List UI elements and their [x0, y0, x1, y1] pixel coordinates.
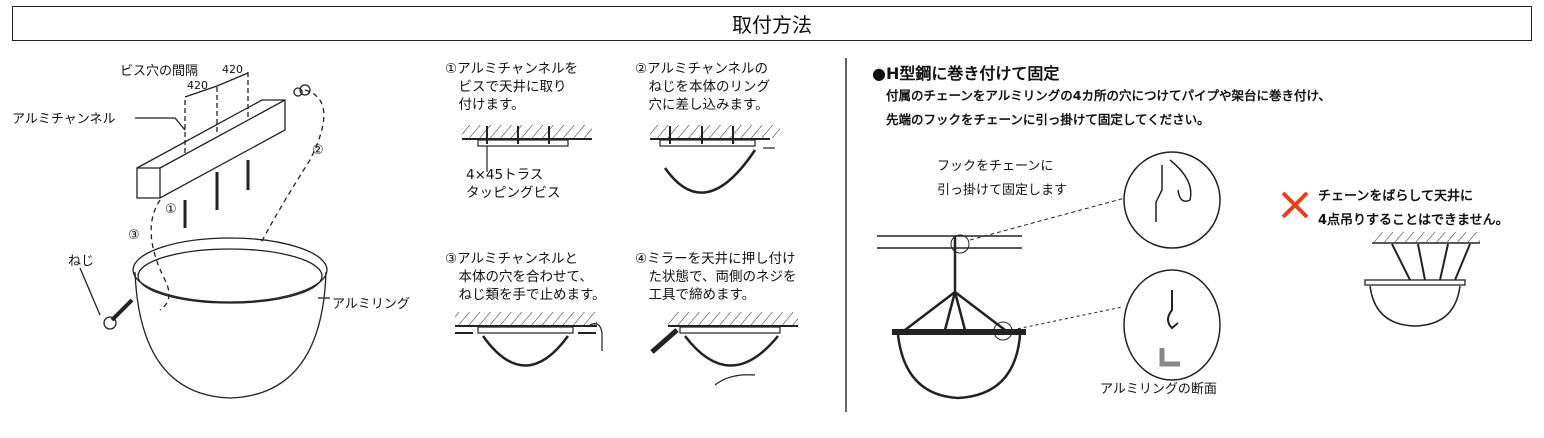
step-1-drawing — [462, 125, 592, 172]
step-4-drawing — [650, 312, 798, 386]
marker-2: ② — [312, 143, 324, 158]
marker-3: ③ — [128, 228, 140, 243]
h-beam-heading: ●H型鋼に巻き付けて固定 — [872, 64, 1060, 83]
page-title: 取付方法 — [12, 6, 1532, 41]
step-2-drawing — [650, 125, 780, 194]
step-1-screw-note: 4×45トラスタッピングビス — [466, 167, 561, 201]
hook-note: フックをチェーンに引っ掛けて固定します — [937, 159, 1068, 198]
prohibited-example-drawing — [1364, 232, 1480, 327]
ring-section-label: アルミリングの断面 — [1100, 382, 1217, 397]
warning-x-icon — [1281, 191, 1309, 219]
step-4-text: ④ミラーを天井に押し付け た状態で、両側のネジを 工具で締めます。 — [635, 251, 797, 303]
ring-label: アルミリング — [332, 297, 410, 312]
channel-label: アルミチャンネル — [12, 112, 116, 127]
screw-spacing-label: ビス穴の間隔 — [120, 64, 199, 79]
spacing-value: 420 — [187, 79, 208, 92]
exploded-view-drawing — [79, 72, 330, 399]
step-2-text: ②アルミチャンネルの ねじを本体のリング 穴に差し込みます。 — [635, 61, 770, 113]
h-beam-description: 付属のチェーンをアルミリングの4カ所の穴につけてパイプや架台に巻き付け、先端のフ… — [886, 88, 1331, 127]
marker-1: ① — [165, 202, 177, 217]
spacing-value: 420 — [222, 63, 243, 76]
hanging-lamp-drawing — [877, 151, 1221, 400]
step-1-text: ①アルミチャンネルを ビスで天井に取り 付けます。 — [445, 61, 579, 113]
step-3-text: ③アルミチャンネルと 本体の穴を合わせて、 ねじ類を手で止めます。 — [445, 251, 606, 303]
step-3-drawing — [455, 312, 603, 367]
screw-label: ねじ — [68, 254, 95, 269]
